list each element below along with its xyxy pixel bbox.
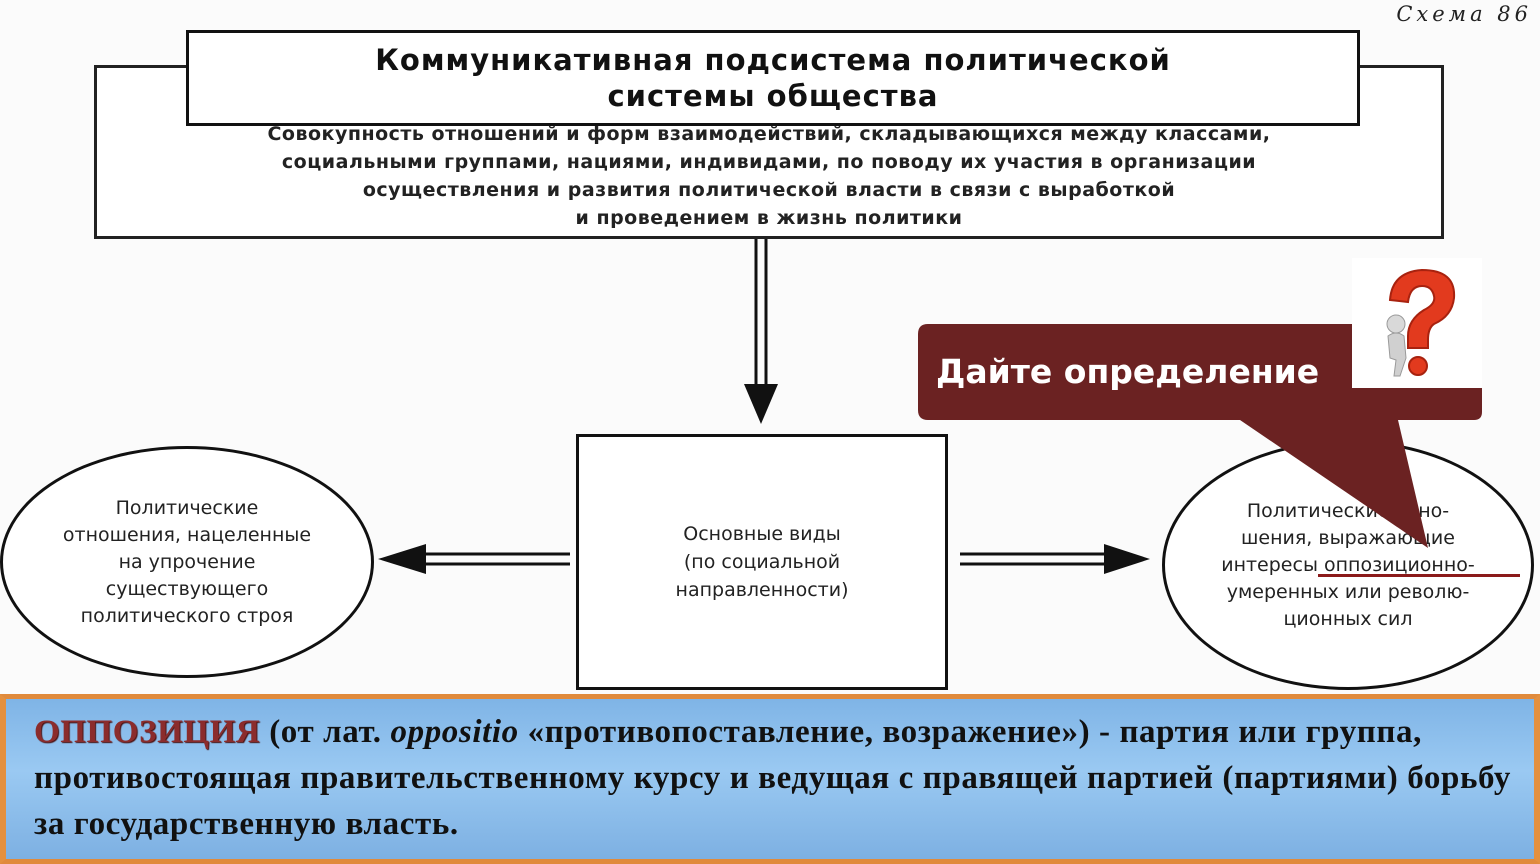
center-box: Основные виды (по социальной направленно… [576, 434, 948, 690]
right-node-line-1: Политические отно- [1246, 499, 1450, 522]
right-ellipse: Политические отно- шения, выражающие инт… [1162, 440, 1534, 690]
left-node-line-5: политического строя [80, 604, 294, 627]
right-arrow-head [1104, 544, 1150, 574]
left-node-line-4: существующего [105, 577, 269, 600]
callout-text: Дайте определение [936, 352, 1320, 391]
right-node-line-5: ционных сил [1283, 607, 1413, 630]
question-mark-figure-icon [1352, 258, 1482, 388]
title-box: Коммуникативная подсистема политической … [186, 30, 1360, 126]
title-line-1: Коммуникативная подсистема политической [375, 43, 1171, 77]
scheme-label: Схема 86 [1396, 2, 1532, 26]
right-node-line-2: шения, выражающие [1241, 526, 1455, 549]
opposition-definition: ОППОЗИЦИЯ (от лат. oppositio «противопос… [34, 709, 1514, 847]
definition-line-2: социальными группами, нациями, индивидам… [281, 151, 1257, 173]
definition-line-3: осуществления и развития политической вл… [362, 179, 1176, 201]
definition-panel: ОППОЗИЦИЯ (от лат. oppositio «противопос… [0, 694, 1540, 864]
left-node-line-3: на упрочение [118, 550, 256, 573]
center-line-1: Основные виды [683, 523, 841, 545]
diagram-arrows [378, 238, 1150, 574]
down-arrow-head [744, 384, 778, 424]
definition-line-1: Совокупность отношений и форм взаимодейс… [267, 123, 1271, 145]
definition-part-1: (от лат. [260, 714, 391, 750]
opposition-underline [1318, 574, 1520, 577]
left-node-line-2: отношения, нацеленные [62, 523, 312, 546]
right-node-line-3: интересы оппозиционно- [1221, 553, 1475, 576]
title-line-2: системы общества [607, 79, 939, 113]
right-node-line-4: умеренных или револю- [1226, 580, 1470, 603]
left-node-line-1: Политические [115, 496, 259, 519]
definition-text: Совокупность отношений и форм взаимодейс… [94, 120, 1444, 232]
scheme-diagram: Схема 86 Коммуникативная подсистема поли… [0, 2, 1534, 690]
left-ellipse: Политические отношения, нацеленные на уп… [0, 446, 374, 678]
center-line-2: (по социальной [683, 551, 841, 573]
left-arrow-head [378, 544, 426, 574]
center-line-3: направленности) [675, 579, 849, 601]
definition-line-4: и проведением в жизнь политики [575, 207, 963, 229]
definition-part-2: «противопоставление, возражение») - парт… [34, 714, 1511, 842]
term-opposition: ОППОЗИЦИЯ [34, 714, 261, 750]
latin-term: oppositio [390, 714, 519, 750]
